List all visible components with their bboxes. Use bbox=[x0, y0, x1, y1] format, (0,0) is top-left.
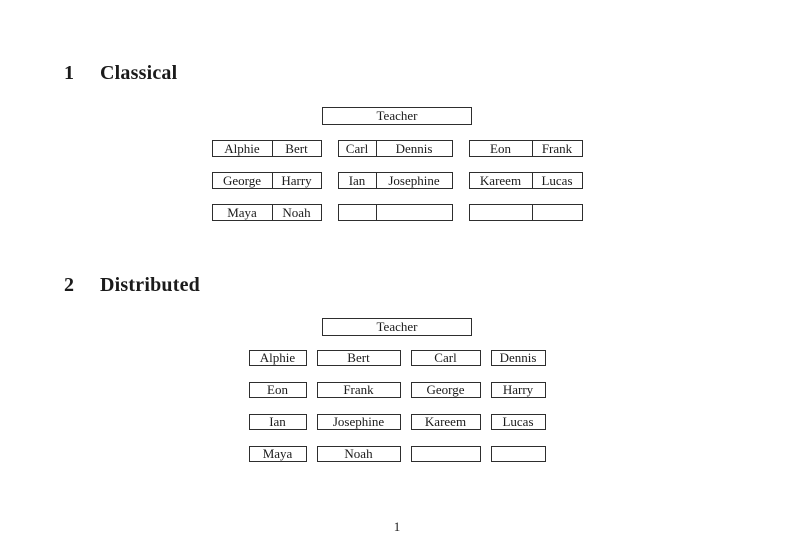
name-box-bert: Bert bbox=[316, 350, 401, 366]
pair-cell-left bbox=[339, 205, 377, 220]
pair-box-kareem-lucas: Kareem Lucas bbox=[468, 172, 583, 189]
name-box-kareem: Kareem bbox=[410, 414, 481, 430]
name-box-george: George bbox=[410, 382, 481, 398]
pair-cell-left: Carl bbox=[339, 141, 377, 156]
pair-cell-right: Dennis bbox=[395, 140, 433, 156]
pair-cell-left: Eon bbox=[470, 141, 533, 156]
page-number: 1 bbox=[393, 519, 401, 534]
pair-box-george-harry: George Harry bbox=[211, 172, 322, 189]
pair-box-carl-dennis: Carl Dennis bbox=[337, 140, 453, 157]
section-number: 1 bbox=[64, 62, 75, 84]
pair-cell-right bbox=[377, 205, 452, 220]
name-box-eon: Eon bbox=[248, 382, 307, 398]
section-heading-classical: 1 Classical bbox=[64, 63, 177, 83]
section-heading-distributed: 2 Distributed bbox=[64, 275, 200, 295]
pair-cell-left: Maya bbox=[213, 205, 273, 220]
section-title: Distributed bbox=[100, 274, 200, 296]
classical-row-2: George Harry Ian Josephine Kareem Lucas bbox=[0, 172, 794, 189]
name-box-alphie: Alphie bbox=[248, 350, 307, 366]
pair-box-eon-frank: Eon Frank bbox=[468, 140, 583, 157]
distributed-row-3: Ian Josephine Kareem Lucas bbox=[0, 414, 794, 430]
teacher-label: Teacher bbox=[376, 319, 418, 334]
pair-cell-left bbox=[470, 205, 533, 220]
pair-cell-right: Noah bbox=[282, 204, 311, 220]
name-box-empty bbox=[410, 446, 481, 462]
classical-row-1: Alphie Bert Carl Dennis Eon Frank bbox=[0, 140, 794, 157]
name-box-lucas: Lucas bbox=[490, 414, 546, 430]
pair-cell-left: Kareem bbox=[470, 173, 533, 188]
name-box-carl: Carl bbox=[410, 350, 481, 366]
pair-cell-right: Frank bbox=[541, 140, 573, 156]
distributed-row-1: Alphie Bert Carl Dennis bbox=[0, 350, 794, 366]
pair-box-ian-josephine: Ian Josephine bbox=[337, 172, 453, 189]
pair-box-maya-noah: Maya Noah bbox=[211, 204, 322, 221]
distributed-row-4: Maya Noah bbox=[0, 446, 794, 462]
pair-cell-right: Lucas bbox=[541, 172, 573, 188]
pair-cell-left: Ian bbox=[339, 173, 377, 188]
pair-box-empty bbox=[468, 204, 583, 221]
name-box-josephine: Josephine bbox=[316, 414, 401, 430]
name-box-empty bbox=[490, 446, 546, 462]
pair-cell-left: George bbox=[213, 173, 273, 188]
classical-row-3: Maya Noah bbox=[0, 204, 794, 221]
pair-cell-right: Josephine bbox=[388, 172, 440, 188]
pair-box-alphie-bert: Alphie Bert bbox=[211, 140, 322, 157]
name-box-dennis: Dennis bbox=[490, 350, 546, 366]
pair-cell-right: Harry bbox=[281, 172, 312, 188]
name-box-maya: Maya bbox=[248, 446, 307, 462]
distributed-row-2: Eon Frank George Harry bbox=[0, 382, 794, 398]
name-box-frank: Frank bbox=[316, 382, 401, 398]
teacher-box-classical: Teacher bbox=[322, 107, 472, 125]
name-box-ian: Ian bbox=[248, 414, 307, 430]
teacher-label: Teacher bbox=[376, 108, 418, 123]
name-box-harry: Harry bbox=[490, 382, 546, 398]
pair-box-empty bbox=[337, 204, 453, 221]
pair-cell-right: Bert bbox=[285, 140, 308, 156]
name-box-noah: Noah bbox=[316, 446, 401, 462]
pair-cell-right bbox=[533, 205, 582, 220]
section-title: Classical bbox=[100, 62, 178, 84]
pair-cell-left: Alphie bbox=[213, 141, 273, 156]
section-number: 2 bbox=[64, 274, 75, 296]
teacher-box-distributed: Teacher bbox=[322, 318, 472, 336]
